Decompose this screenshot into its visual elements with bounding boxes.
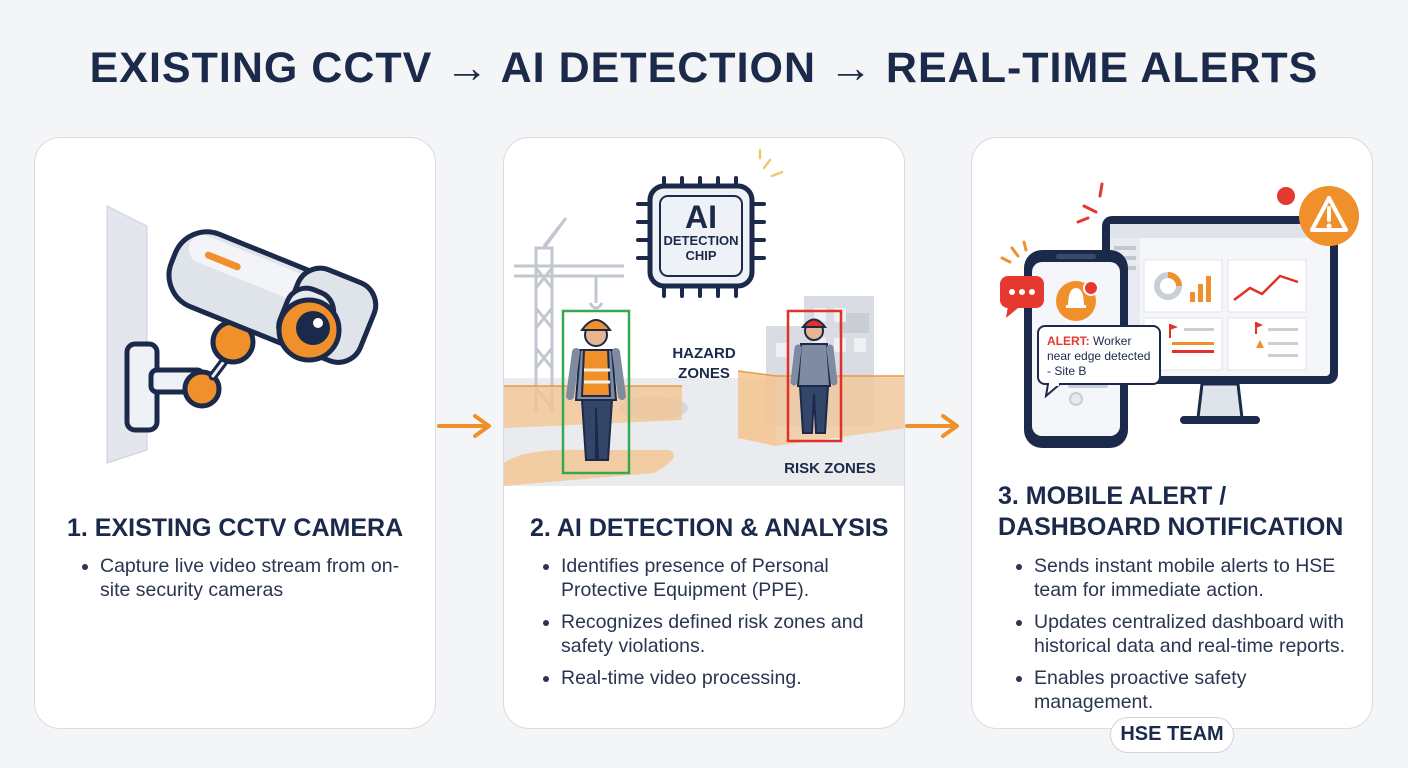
ai-detection-illustration: AI DETECTION CHIP HAZARD ZONES RISK ZONE…: [504, 148, 904, 486]
step-card-ai: AI DETECTION CHIP HAZARD ZONES RISK ZONE…: [503, 137, 905, 729]
worker-icon: [561, 309, 631, 475]
arrow-right-icon: [437, 414, 491, 438]
step-card-alert: ALERT: Worker near edge detected - Site …: [971, 137, 1373, 729]
warning-icon: [1076, 182, 1359, 246]
chat-icon: [1000, 240, 1044, 318]
bullet-item: Real-time video processing.: [541, 666, 881, 690]
chip-label-ai: AI: [685, 199, 717, 235]
cctv-camera-icon: [106, 205, 379, 464]
chip-label-detection: DETECTION: [663, 233, 738, 248]
page-title: EXISTING CCTV → AI DETECTION → REAL-TIME…: [89, 44, 1319, 92]
alert-message: - Site B: [1047, 364, 1086, 378]
risk-zones-label: RISK ZONES: [784, 460, 876, 477]
bullet-item: Sends instant mobile alerts to HSE team …: [1014, 554, 1354, 602]
step-heading: 1. EXISTING CCTV CAMERA: [67, 514, 404, 542]
step-heading: 2. AI DETECTION & ANALYSIS: [530, 514, 889, 542]
chip-label-chip: CHIP: [685, 248, 716, 263]
arrow-right-icon: [905, 414, 959, 438]
ai-chip-icon: AI DETECTION CHIP: [636, 148, 784, 298]
bullet-item: Recognizes defined risk zones and safety…: [541, 610, 881, 658]
bullet-item: Enables proactive safety management.: [1014, 666, 1354, 714]
monitor-icon: [1102, 216, 1338, 424]
crane-icon: [514, 217, 624, 413]
step-bullet-list: Capture live video stream from on-site s…: [80, 554, 420, 610]
step-card-cctv: 1. EXISTING CCTV CAMERA Capture live vid…: [34, 137, 436, 729]
bullet-item: Updates centralized dashboard with histo…: [1014, 610, 1354, 658]
hazard-zones-label: HAZARD: [672, 345, 735, 362]
alert-message: near edge detected: [1047, 349, 1150, 363]
step-bullet-list: Sends instant mobile alerts to HSE team …: [1014, 554, 1354, 722]
bullet-item: Identifies presence of Personal Protecti…: [541, 554, 881, 602]
alert-message: ALERT: Worker: [1047, 334, 1131, 348]
hazard-zones-label: ZONES: [678, 365, 730, 382]
alert-illustration: ALERT: Worker near edge detected - Site …: [1000, 182, 1359, 448]
worker-icon: [786, 309, 843, 443]
bullet-item: Capture live video stream from on-site s…: [80, 554, 420, 602]
step-bullet-list: Identifies presence of Personal Protecti…: [541, 554, 881, 698]
hse-team-badge: HSE TEAM: [1110, 717, 1234, 753]
step-heading: 3. MOBILE ALERT / DASHBOARD NOTIFICATION: [998, 482, 1344, 541]
